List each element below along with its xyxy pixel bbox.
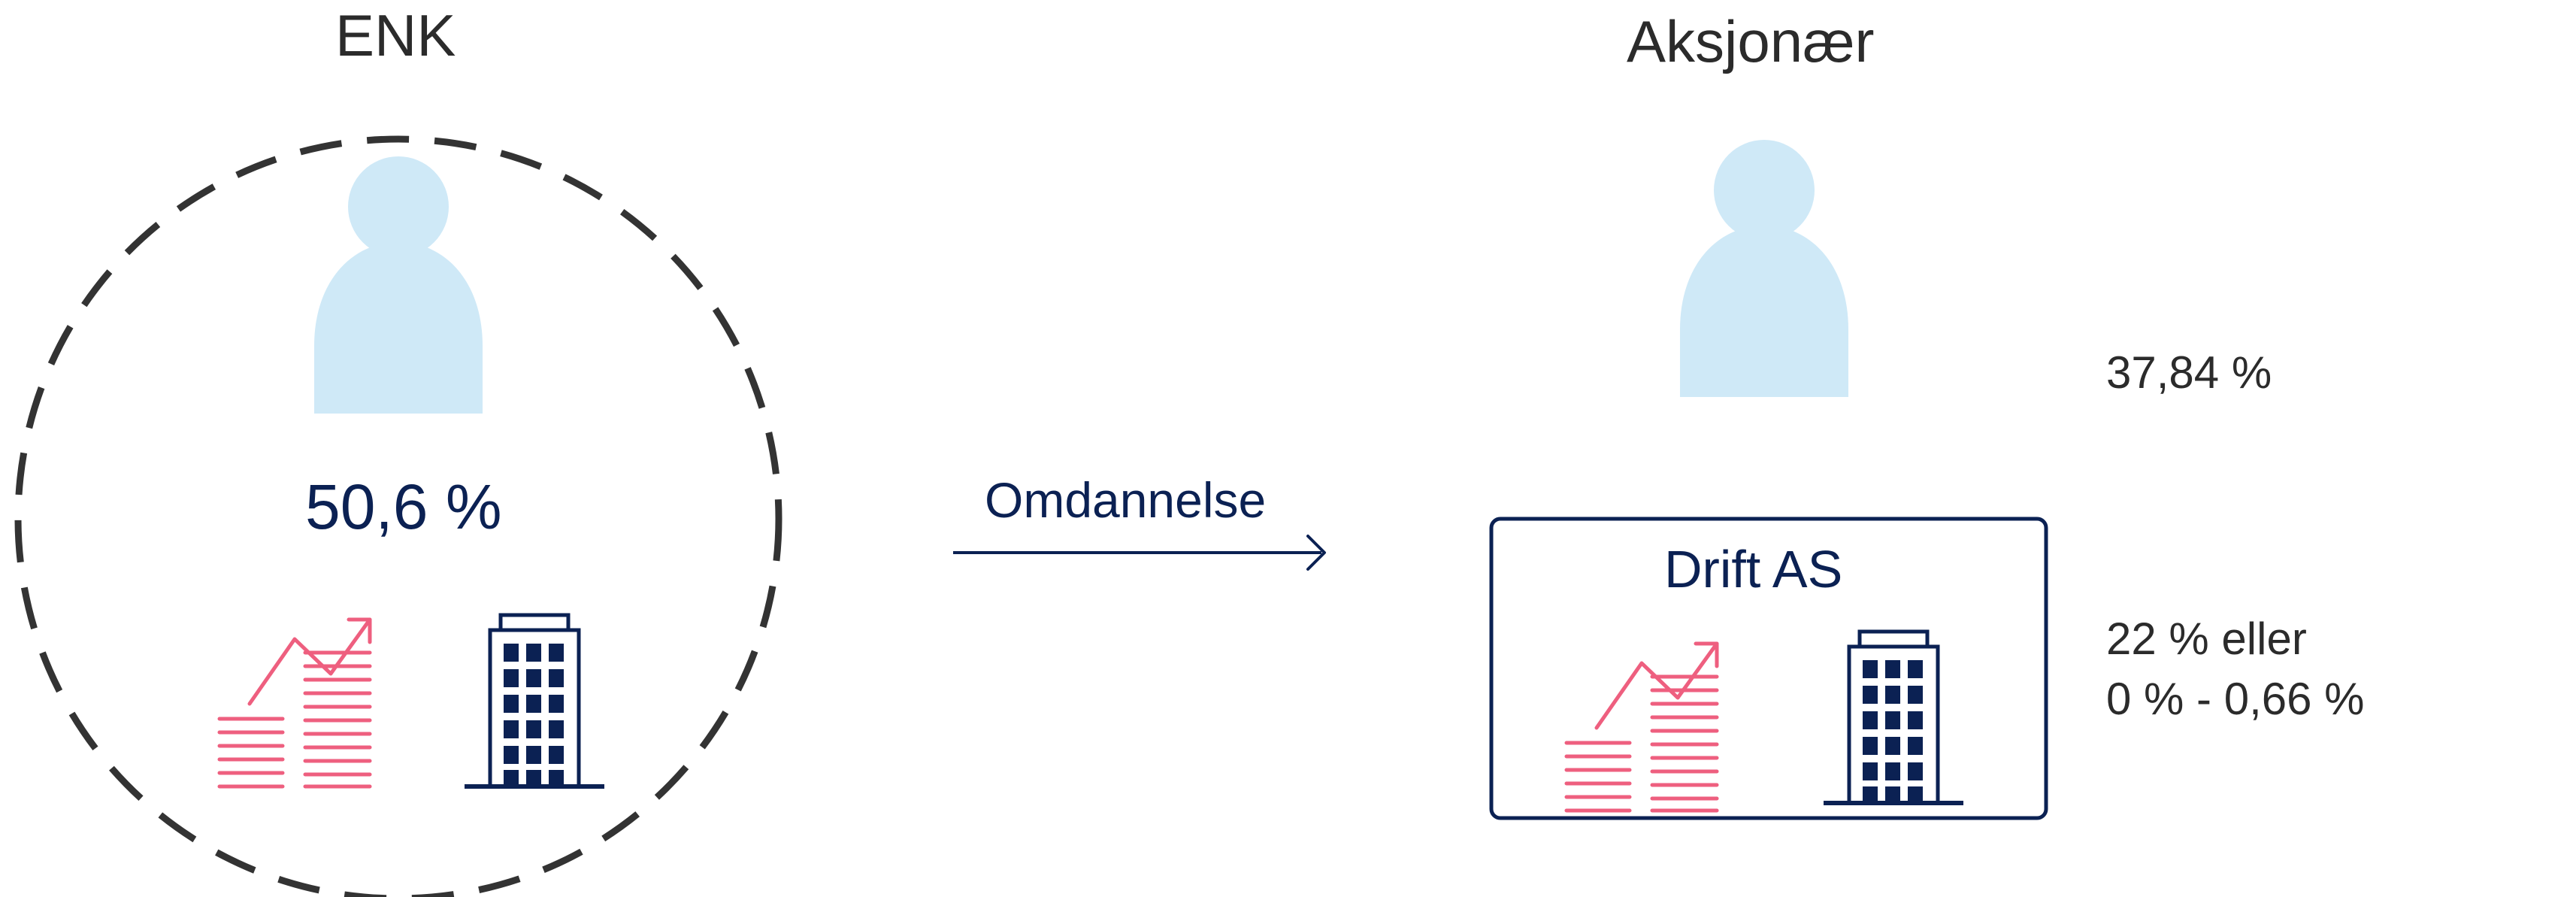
enk-title: ENK	[335, 2, 456, 68]
company-tax-rate-line2: 0 % - 0,66 %	[2106, 674, 2365, 724]
person-icon	[314, 156, 483, 414]
office-building-icon	[465, 615, 604, 786]
company-tax-rate-line1: 22 % eller	[2106, 614, 2307, 664]
growth-chart-icon	[1566, 644, 1717, 811]
enk-percentage: 50,6 %	[305, 471, 502, 542]
drift-as-box	[1489, 517, 2048, 820]
company-name: Drift AS	[1664, 540, 1843, 599]
arrow-label: Omdannelse	[985, 472, 1267, 528]
aksjonaer-title: Aksjonær	[1627, 8, 1875, 74]
person-icon	[1680, 140, 1848, 397]
enk-dashed-boundary	[14, 135, 782, 897]
growth-chart-icon	[219, 620, 370, 786]
office-building-icon	[1824, 632, 1963, 803]
arrow-right-icon	[953, 535, 1326, 571]
person-tax-rate: 37,84 %	[2106, 347, 2272, 398]
